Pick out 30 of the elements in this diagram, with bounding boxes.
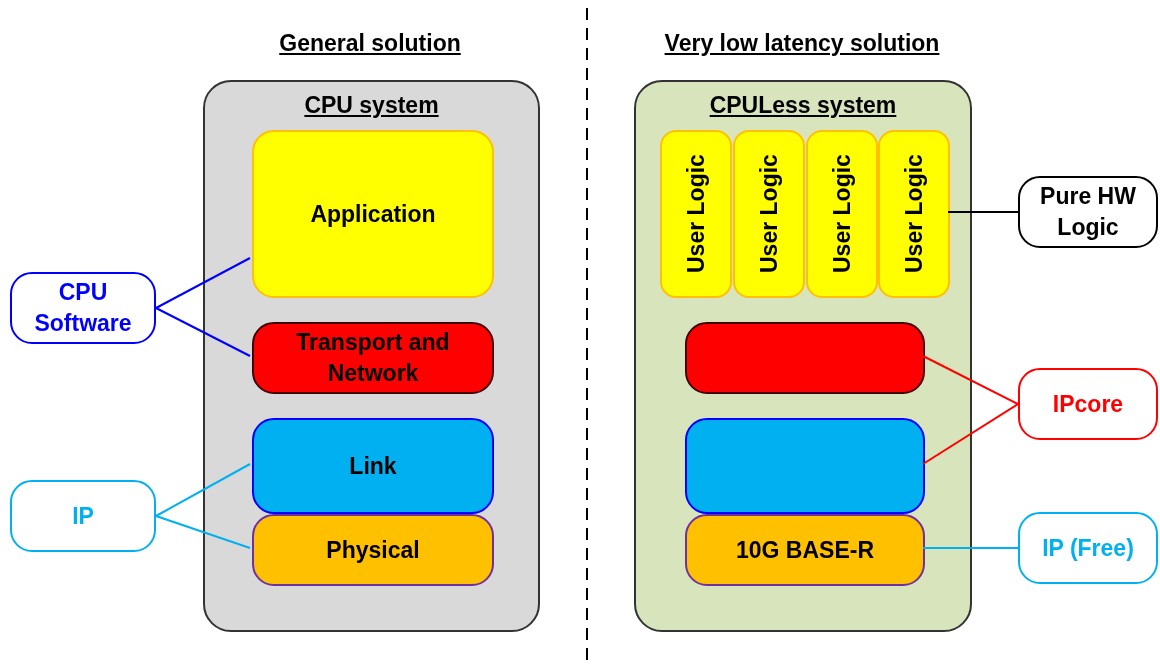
leader-line [155, 463, 251, 517]
logic-block: User Logic [806, 130, 878, 298]
leader-line [155, 257, 251, 309]
logic-block: User Logic [733, 130, 805, 298]
group-title: CPU system [304, 91, 439, 120]
callout-box: IP [10, 480, 156, 552]
block-shape [685, 322, 925, 394]
layer-box: Application [252, 130, 494, 298]
system-panel [203, 80, 540, 632]
callout-box: IPcore [1018, 368, 1158, 440]
callout-box: IP (Free) [1018, 512, 1158, 584]
layer-box: Link [252, 418, 494, 514]
layer-box: Physical [252, 514, 494, 586]
leader-line [922, 403, 1019, 465]
layer-box: Transport and Network [252, 322, 494, 394]
leader-line [947, 211, 1019, 213]
section-heading: General solution [279, 30, 461, 57]
layer-box: 10G BASE-R [685, 514, 925, 586]
system-panel [634, 80, 972, 632]
section-heading: Very low latency solution [664, 30, 940, 57]
leader-line [922, 547, 1019, 549]
leader-line [922, 355, 1019, 405]
logic-block: User Logic [878, 130, 950, 298]
logic-block: User Logic [660, 130, 732, 298]
leader-line [155, 307, 251, 357]
block-shape [685, 418, 925, 514]
callout-box: CPU Software [10, 272, 156, 344]
group-title: CPULess system [709, 91, 897, 120]
leader-line [155, 515, 251, 549]
callout-box: Pure HW Logic [1018, 176, 1158, 248]
